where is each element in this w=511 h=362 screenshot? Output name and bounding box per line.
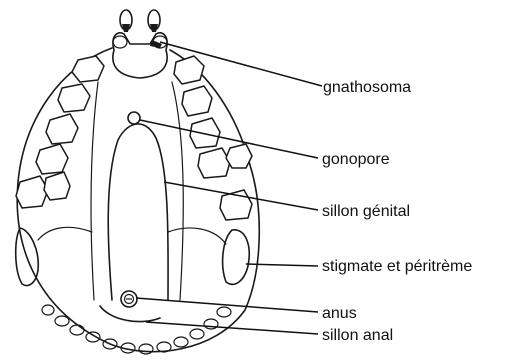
- genital-groove-right: [172, 82, 183, 300]
- leader-anus: [136, 298, 318, 312]
- label-anus: anus: [322, 305, 357, 322]
- stigmate-left-ridge: [38, 227, 92, 240]
- label-gnathosoma: gnathosoma: [323, 79, 411, 96]
- label-stigmate: stigmate et péritrème: [322, 258, 472, 275]
- genital-groove-left: [91, 82, 98, 300]
- label-gonopore: gonopore: [322, 151, 390, 168]
- anal-groove: [100, 306, 160, 322]
- label-sillon-genital: sillon génital: [322, 203, 410, 220]
- label-sillon-anal: sillon anal: [322, 327, 393, 344]
- gnathosoma-shape: [113, 10, 167, 78]
- anus-shape: [121, 291, 137, 307]
- stigmate-right: [223, 230, 250, 284]
- festoons: [42, 305, 231, 354]
- leader-lines: [136, 42, 322, 334]
- stigmate-right-ridge: [168, 228, 226, 244]
- genital-groove: [108, 124, 168, 300]
- gonopore-shape: [128, 112, 140, 124]
